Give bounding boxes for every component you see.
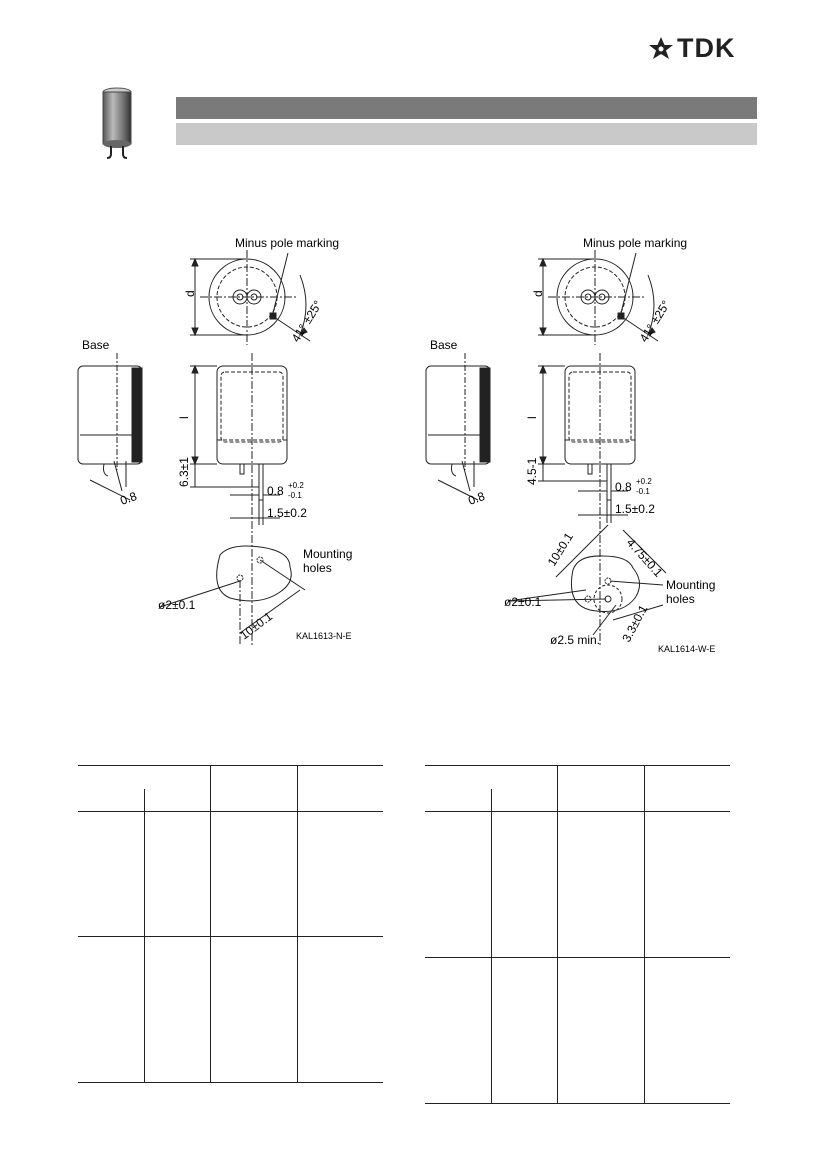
- right-spacing: 3.3±0.1: [619, 602, 650, 644]
- right-offset: 4.75±0.1: [624, 536, 666, 580]
- title-bar: [176, 97, 757, 119]
- table-right: [425, 765, 730, 1104]
- right-drawing-code: KAL1614-W-E: [658, 644, 715, 654]
- right-dim-l: l: [525, 416, 539, 419]
- right-base-label: Base: [430, 338, 458, 352]
- right-mounting: Mounting: [666, 578, 715, 592]
- right-lead-width: 1.5±0.2: [615, 502, 655, 516]
- left-lead-width: 1.5±0.2: [267, 506, 307, 520]
- left-dim-l: l: [177, 416, 191, 419]
- right-hole-dia: ø2±0.1: [504, 595, 542, 609]
- tdk-logo-icon: [649, 37, 673, 59]
- left-hole-dia: ø2±0.1: [158, 598, 196, 612]
- left-wire: 0.8: [118, 489, 139, 508]
- left-angle: 41° ±25°: [289, 298, 325, 345]
- table-left: [78, 765, 383, 1083]
- right-tol-minus: -0.1: [636, 487, 650, 496]
- right-min-dia: ø2.5 min.: [550, 633, 600, 647]
- right-holes: holes: [666, 592, 695, 606]
- dimension-drawing-right: Minus pole marking d 41° ±25° Base l 4.5…: [425, 236, 715, 654]
- right-pitch: 10±0.1: [545, 530, 576, 569]
- left-mounting: Mounting: [303, 547, 352, 561]
- left-minus-pole-label: Minus pole marking: [235, 236, 339, 250]
- right-wire: 0.8: [466, 489, 487, 508]
- right-lead-thickness: 0.8: [615, 480, 632, 494]
- left-tol-plus: +0.2: [288, 481, 304, 490]
- left-base-label: Base: [82, 338, 110, 352]
- right-tol-plus: +0.2: [636, 477, 652, 486]
- left-pitch: 10±0.1: [237, 609, 275, 642]
- right-minus-pole-label: Minus pole marking: [583, 236, 687, 250]
- subtitle-bar: [176, 123, 757, 145]
- right-dim-d: d: [531, 290, 545, 297]
- tdk-logo: TDK: [647, 33, 759, 63]
- left-holes: holes: [303, 561, 332, 575]
- dimension-drawing-left: Minus pole marking d 41° ±25° Base l 6.3…: [77, 236, 352, 645]
- left-lead-thickness: 0.8: [267, 484, 284, 498]
- left-tol-minus: -0.1: [288, 491, 302, 500]
- left-dim-d: d: [183, 290, 197, 297]
- left-lead-height: 6.3±1: [177, 457, 191, 487]
- brand-name: TDK: [677, 33, 736, 63]
- right-angle: 41° ±25°: [637, 298, 673, 345]
- right-lead-height: 4.5-1: [525, 457, 539, 485]
- left-drawing-code: KAL1613-N-E: [296, 631, 352, 641]
- capacitor-thumbnail: [97, 86, 137, 161]
